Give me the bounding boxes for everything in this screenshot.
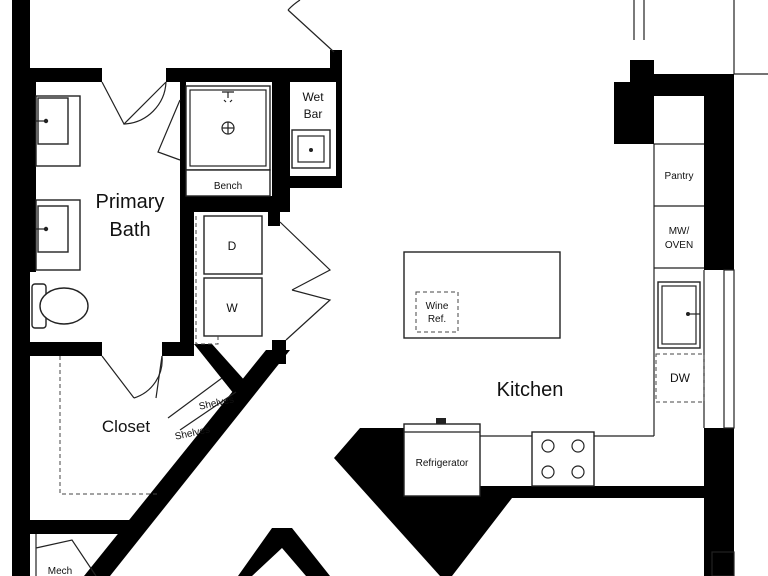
wall-wetbar-right: [336, 82, 342, 188]
wall-kitchen-top-block: [614, 82, 654, 144]
faucet-icon: [309, 148, 313, 152]
wet-bar-sink: [291, 129, 331, 169]
cooktop-burner-icon: [571, 465, 585, 479]
label-refrigerator: Refrigerator: [416, 458, 469, 469]
label-mech: Mech: [48, 566, 72, 576]
linework: [35, 0, 768, 576]
kitchen-island: [403, 251, 561, 339]
door-swing-icon: [101, 355, 163, 399]
vanity-counter-wall: [30, 82, 36, 272]
cooktop-burner-icon: [541, 439, 555, 453]
wall-bench-bottom: [180, 196, 290, 212]
wall-shower-left: [180, 82, 186, 196]
wall-bath-bottom-right: [162, 342, 194, 356]
label-pantry: Pantry: [665, 171, 694, 182]
label-closet: Closet: [102, 417, 150, 436]
wall-wedge-fridge: [334, 428, 512, 576]
wall-diagonal-long: [84, 350, 290, 576]
wall-kitchen-bottom: [478, 486, 734, 498]
label-mw-oven-1: MW/: [669, 226, 690, 237]
vanity-lower: [35, 199, 81, 271]
wall-shower-right: [272, 82, 290, 212]
label-primary-bath-1: Primary: [96, 191, 165, 213]
wall-bath-top-right: [166, 68, 342, 82]
label-wet-bar-2: Bar: [304, 107, 323, 121]
wall-wetbar-bottom: [290, 176, 342, 188]
shower-head-icon: [222, 91, 234, 103]
wall-kitchen-right: [704, 74, 734, 270]
refrigerator-unit: [403, 418, 481, 497]
label-primary-bath-2: Bath: [109, 219, 150, 241]
wall-laundry-right: [268, 212, 280, 226]
kitchen-sink: [657, 281, 701, 349]
label-bench: Bench: [214, 181, 242, 192]
vanity-upper: [35, 95, 81, 167]
door-swing-icon: [287, 9, 335, 53]
cooktop: [531, 431, 595, 487]
wall-entry-stub: [330, 50, 342, 82]
label-wet-bar-1: Wet: [302, 90, 324, 104]
label-kitchen: Kitchen: [497, 379, 564, 401]
wall-closet-bottom: [30, 520, 140, 534]
walls: [12, 0, 734, 576]
label-mw-oven-2: OVEN: [665, 240, 693, 251]
wall-left-exterior: [12, 0, 30, 576]
label-wine-ref-1: Wine: [426, 301, 449, 312]
label-dishwasher: DW: [670, 371, 691, 385]
laundry-units: [195, 215, 263, 345]
cooktop-burner-icon: [541, 465, 555, 479]
wall-diagonal-closet: [194, 344, 246, 394]
wall-bath-top-left: [30, 68, 102, 82]
wall-bath-bottom-left: [30, 342, 102, 356]
label-wine-ref-2: Ref.: [428, 314, 446, 325]
wall-bottom-room: [238, 528, 330, 576]
dishwasher-outline: [655, 353, 705, 403]
sink-icon: [657, 281, 701, 349]
label-dryer: D: [228, 239, 237, 253]
cooktop-burner-icon: [571, 439, 585, 453]
door-swing-icon: [101, 81, 167, 126]
labels: Primary Bath Wet Bar Bench D W Wine Ref.…: [48, 90, 694, 576]
door-swing-icon: [279, 221, 332, 341]
wall-kitchen-right-lower: [704, 428, 734, 576]
toilet-icon: [31, 283, 89, 329]
wall-laundry-left: [180, 196, 194, 356]
label-washer: W: [226, 301, 238, 315]
shower: [185, 85, 271, 197]
wall-kitchen-pillar: [630, 60, 654, 86]
